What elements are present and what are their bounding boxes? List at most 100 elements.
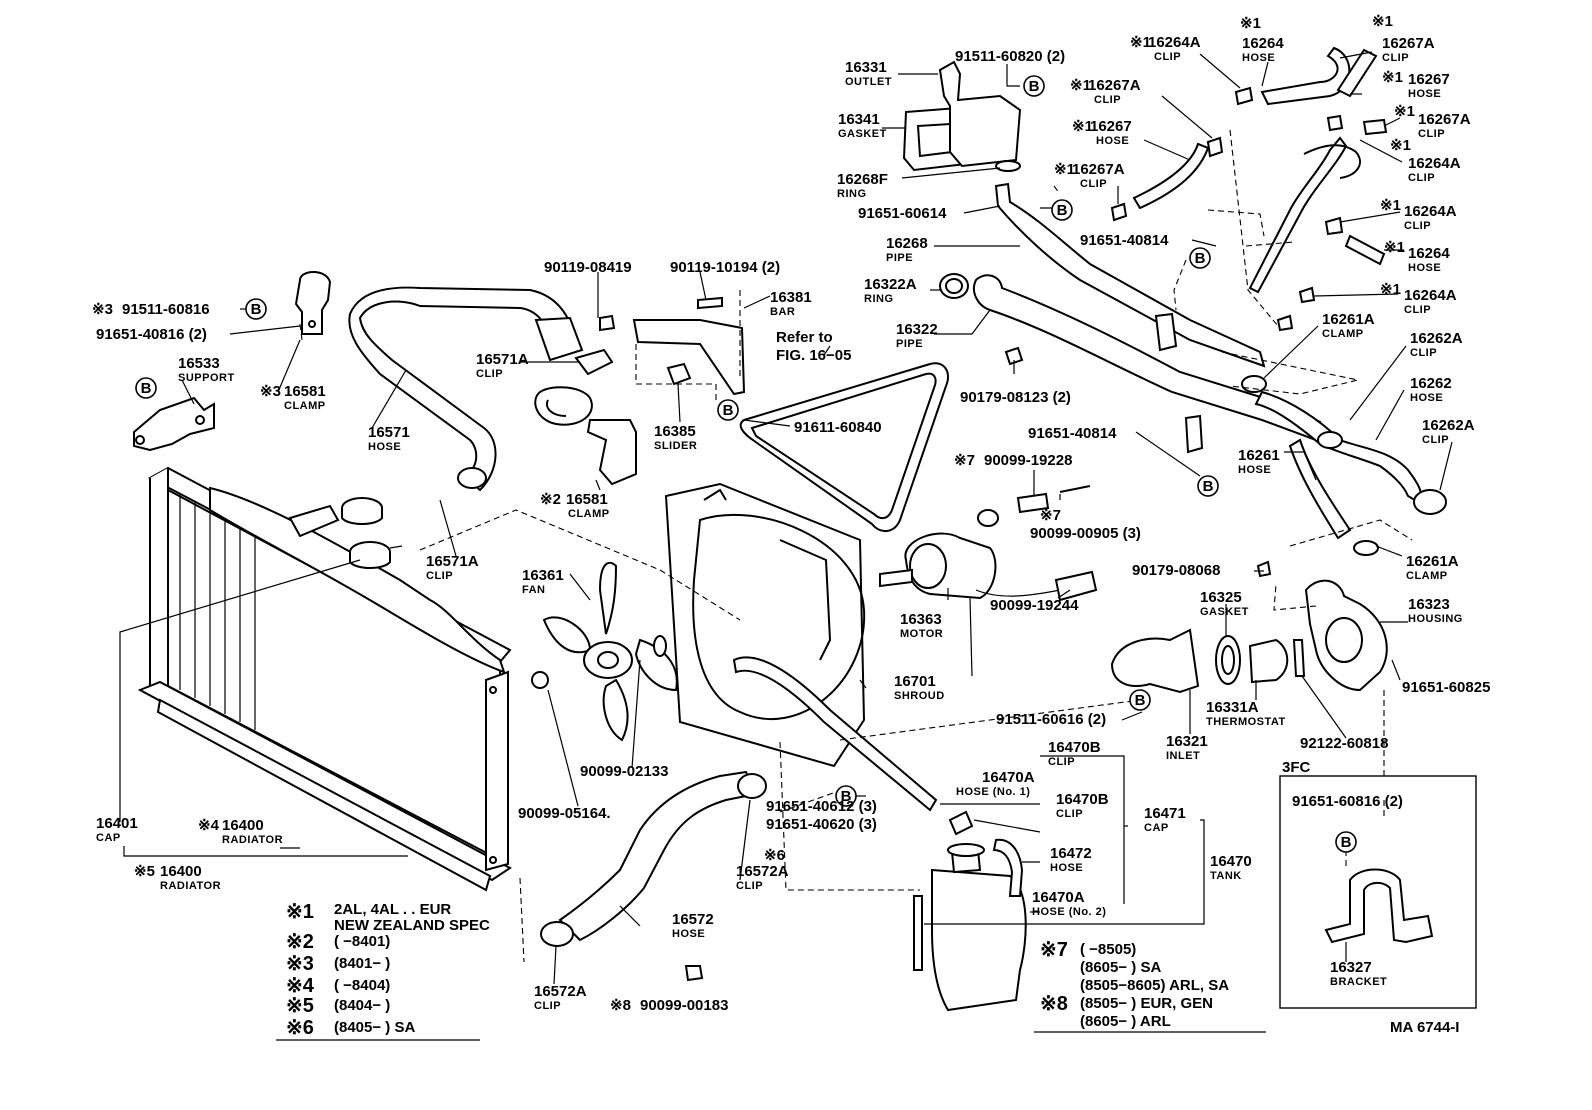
- svg-text:THERMOSTAT: THERMOSTAT: [1206, 716, 1286, 728]
- svg-text:16325: 16325: [1200, 589, 1242, 606]
- svg-text:※6: ※6: [764, 847, 785, 864]
- label-90119-10194: 90119-10194 (2): [670, 259, 780, 276]
- bolt-marker: B: [835, 785, 857, 807]
- svg-text:B: B: [723, 402, 734, 419]
- svg-text:16400: 16400: [160, 863, 202, 880]
- svg-text:CLIP: CLIP: [1418, 128, 1445, 140]
- svg-text:※2: ※2: [286, 931, 314, 953]
- bracket-16327-drawing: [1324, 868, 1434, 944]
- radiator-cap-drawing: [341, 497, 403, 569]
- svg-text:16267A: 16267A: [1072, 161, 1125, 178]
- svg-text:※1: ※1: [1382, 69, 1403, 86]
- svg-text:RADIATOR: RADIATOR: [222, 834, 283, 846]
- support-bracket-drawing: [133, 396, 215, 452]
- svg-text:※1: ※1: [1390, 137, 1411, 154]
- reservoir-tank-drawing: [732, 656, 1027, 1012]
- svg-text:16401: 16401: [96, 815, 138, 832]
- svg-text:※1: ※1: [1070, 77, 1091, 94]
- svg-text:16470B: 16470B: [1056, 791, 1109, 808]
- svg-text:16470B: 16470B: [1048, 739, 1101, 756]
- fan-belt-drawing: [739, 362, 949, 532]
- legend-left: ※1 2AL, 4AL . . EUR NEW ZEALAND SPEC ※2 …: [276, 901, 490, 1041]
- svg-text:16267A: 16267A: [1088, 77, 1141, 94]
- svg-text:RING: RING: [837, 188, 867, 200]
- svg-text:16572A: 16572A: [534, 983, 587, 1000]
- svg-text:B: B: [141, 380, 152, 397]
- svg-text:16571A: 16571A: [476, 351, 529, 368]
- svg-text:16267A: 16267A: [1418, 111, 1471, 128]
- svg-text:PIPE: PIPE: [896, 338, 923, 350]
- svg-text:16470A: 16470A: [982, 769, 1035, 786]
- svg-text:91651-40814: 91651-40814: [1080, 232, 1169, 249]
- label-90099-05164: 90099-05164.: [518, 805, 611, 822]
- svg-text:16571A: 16571A: [426, 553, 479, 570]
- svg-text:90099-19228: 90099-19228: [984, 452, 1072, 469]
- svg-text:CLIP: CLIP: [426, 570, 453, 582]
- svg-text:16572: 16572: [672, 911, 714, 928]
- label-91651-40814-b: 91651-40814: [1028, 425, 1117, 442]
- svg-text:HOSE: HOSE: [1238, 464, 1271, 476]
- bolt-marker: B: [1023, 75, 1045, 97]
- svg-text:※3: ※3: [260, 383, 281, 400]
- svg-text:90099-05164.: 90099-05164.: [518, 805, 611, 822]
- bolt-marker: B: [1051, 199, 1073, 221]
- svg-text:INLET: INLET: [1166, 750, 1200, 762]
- svg-text:B: B: [1203, 478, 1214, 495]
- svg-text:16264A: 16264A: [1408, 155, 1461, 172]
- bar-and-slider-drawing: [574, 296, 746, 396]
- svg-text:16264A: 16264A: [1404, 203, 1457, 220]
- svg-text:90099-19244: 90099-19244: [990, 597, 1079, 614]
- svg-text:16581: 16581: [566, 491, 608, 508]
- svg-text:16470: 16470: [1210, 853, 1252, 870]
- svg-text:CLIP: CLIP: [1408, 172, 1435, 184]
- svg-text:16264: 16264: [1408, 245, 1450, 262]
- svg-text:※1: ※1: [1072, 118, 1093, 135]
- svg-text:HOSE: HOSE: [1096, 135, 1129, 147]
- svg-text:(8505− ) EUR, GEN: (8505− ) EUR, GEN: [1080, 995, 1213, 1012]
- legend-row-8: ※8 (8505− ) EUR, GEN: [1040, 993, 1213, 1015]
- svg-text:90119-10194 (2): 90119-10194 (2): [670, 259, 780, 276]
- svg-text:(8605− ) SA: (8605− ) SA: [1080, 959, 1161, 976]
- label-92122-60818: 92122-60818: [1300, 735, 1388, 752]
- svg-text:16572A: 16572A: [736, 863, 789, 880]
- svg-text:GASKET: GASKET: [1200, 606, 1249, 618]
- svg-text:(8405− ) SA: (8405− ) SA: [334, 1019, 415, 1036]
- svg-text:16264A: 16264A: [1404, 287, 1457, 304]
- bolt-marker: B: [717, 399, 739, 421]
- svg-text:※4: ※4: [286, 975, 315, 997]
- svg-text:HOSE: HOSE: [1408, 88, 1441, 100]
- label-91651-60825: 91651-60825: [1402, 679, 1490, 696]
- water-pipes-drawing: [939, 182, 1322, 454]
- svg-text:HOSE (No. 2): HOSE (No. 2): [1032, 906, 1106, 918]
- svg-text:FIG. 16−05: FIG. 16−05: [776, 347, 851, 364]
- label-90179-08123: 90179-08123 (2): [960, 389, 1071, 406]
- svg-text:91651-40612 (3): 91651-40612 (3): [766, 798, 877, 815]
- svg-text:RADIATOR: RADIATOR: [160, 880, 221, 892]
- svg-text:16470A: 16470A: [1032, 889, 1085, 906]
- svg-text:HOSE: HOSE: [1242, 52, 1275, 64]
- svg-text:16400: 16400: [222, 817, 264, 834]
- svg-text:HOSE: HOSE: [368, 441, 401, 453]
- svg-text:CLIP: CLIP: [476, 368, 503, 380]
- svg-text:CLIP: CLIP: [736, 880, 763, 892]
